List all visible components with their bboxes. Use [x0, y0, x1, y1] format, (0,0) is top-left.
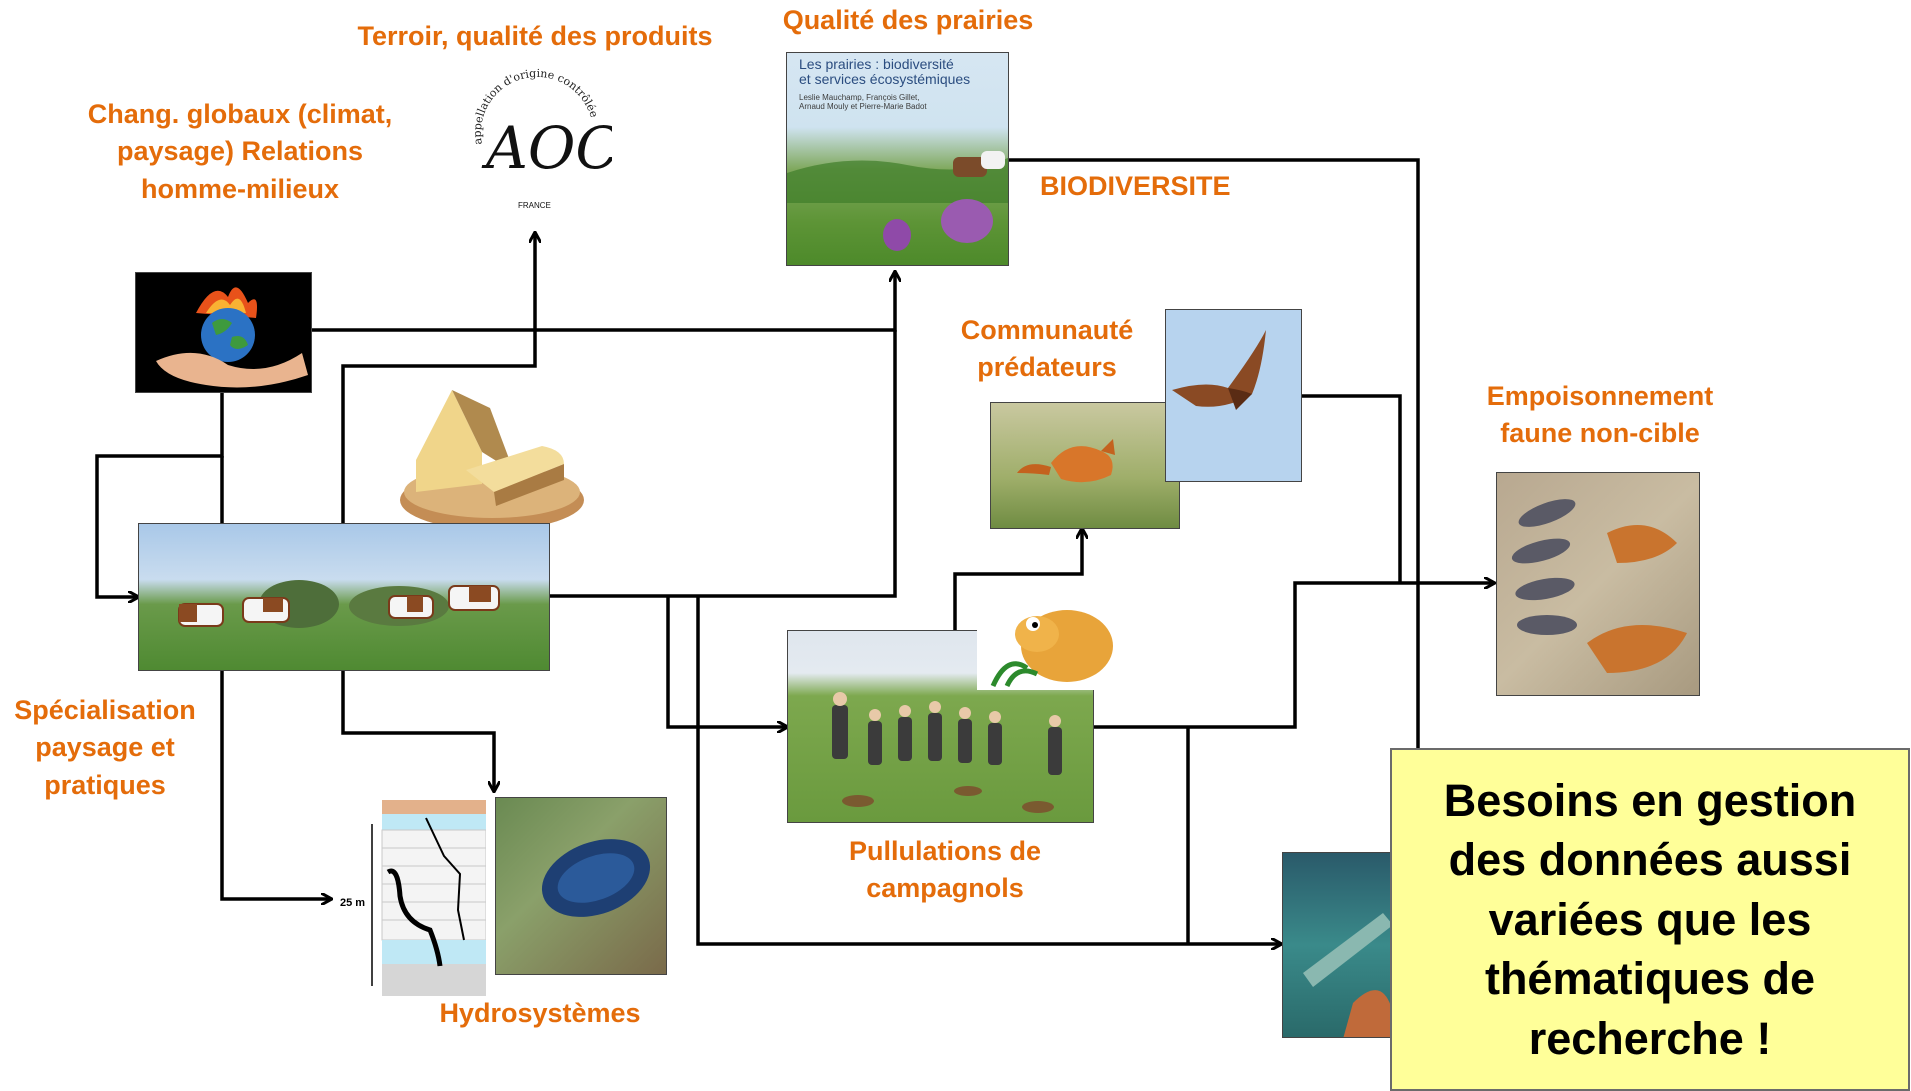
connector-cows-to-aoc: [341, 233, 535, 523]
connector-predators-right: [1302, 394, 1402, 583]
aoc-letters: AOC: [481, 114, 612, 182]
connector-cows-to-hydro-top: [341, 671, 494, 791]
data-management-callout: Besoins en gestion des données aussi var…: [1390, 748, 1910, 1091]
book-cover-title: Les prairies : biodiversité et services …: [799, 56, 971, 87]
label-chang-globaux: Chang. globaux (climat, paysage) Relatio…: [87, 99, 393, 204]
cows-pasture-image: [138, 523, 550, 671]
connector-cows-to-hydro-side: [220, 671, 331, 899]
connector-cows-to-campagnols: [666, 596, 787, 727]
connector-cows-to-bottom: [696, 596, 1281, 944]
aoc-seal-logo: appellation d'origine contrôlée AOC FRAN…: [462, 52, 620, 212]
prairies-book-cover: Les prairies : biodiversité et services …: [786, 52, 1009, 266]
label-pullulations: Pullulations de campagnols: [848, 836, 1042, 904]
connector-earth-to-prairies: [312, 272, 895, 332]
hydro-cross-section-image: 25 m: [340, 800, 487, 996]
callout-text: Besoins en gestion des données aussi var…: [1443, 775, 1857, 1064]
kite-bird-image: [1165, 309, 1302, 482]
label-hydrosystemes: Hydrosystèmes: [439, 998, 641, 1028]
book-cover-authors: Leslie Mauchamp, François Gillet, Arnaud…: [799, 93, 927, 111]
label-biodiversite: BIODIVERSITE: [1040, 171, 1231, 201]
connector-campagnols-right: [1094, 583, 1494, 729]
connector-biodiversite: [1008, 158, 1420, 748]
label-qualite-prairies: Qualité des prairies: [782, 5, 1034, 35]
sampling-equipment-image: [1282, 852, 1392, 1038]
connector-campagnols-to-predators: [953, 529, 1082, 630]
poisoned-animals-image: [1496, 472, 1700, 696]
lake-aerial-image: [495, 797, 667, 975]
label-empoisonnement: Empoisonnement faune non-cible: [1486, 381, 1714, 449]
fox-image: [990, 402, 1180, 529]
connector-cows-main: [550, 330, 897, 598]
aoc-country: FRANCE: [518, 201, 551, 210]
connector-earth-to-cows: [95, 393, 224, 597]
label-terroir: Terroir, qualité des produits: [357, 21, 713, 51]
hydro-scale-label: 25 m: [340, 897, 365, 909]
label-communaute-predateurs: Communauté prédateurs: [960, 315, 1134, 383]
comte-cheese-image: [392, 388, 584, 530]
vole-cartoon-icon: [977, 594, 1127, 690]
earth-in-hand-image: [135, 272, 312, 393]
label-specialisation: Spécialisation paysage et pratiques: [14, 695, 196, 800]
